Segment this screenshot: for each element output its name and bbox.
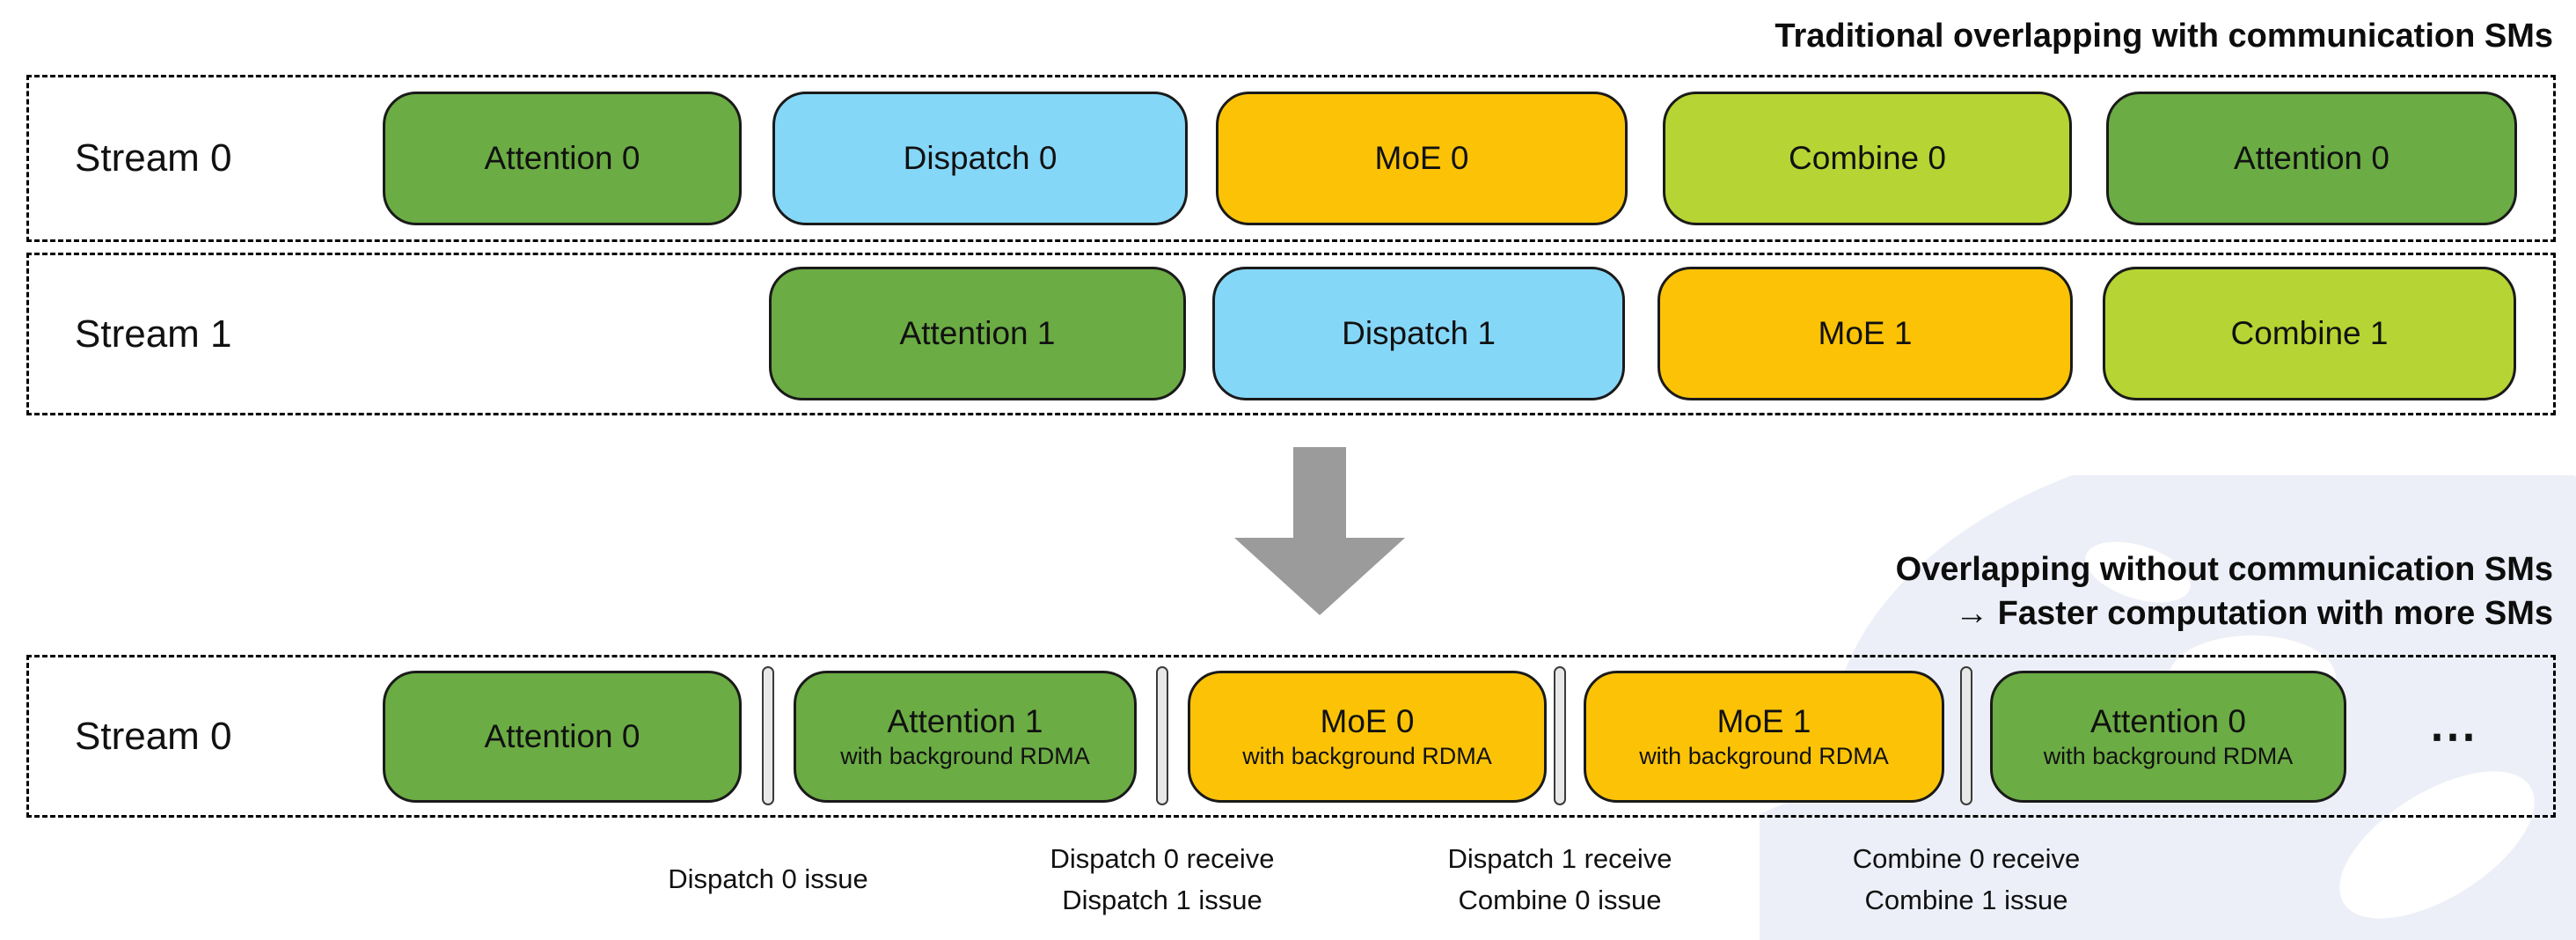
stream0-row: Stream 0 [26,75,2556,242]
annotation-dispatch1-receive: Dispatch 1 receive Combine 0 issue [1447,838,1672,921]
annotation-line: Combine 0 issue [1458,885,1662,915]
task-box-label: Combine 1 [2230,315,2389,351]
task-box-sublabel: with background RDMA [840,743,1090,769]
task-box-label: Dispatch 0 [903,140,1057,176]
task-box-label: MoE 1 [1818,315,1913,351]
task-box-label: Attention 1 [899,315,1056,351]
task-box-label: MoE 0 [1374,140,1469,176]
top-section-title: Traditional overlapping with communicati… [1775,18,2553,55]
kernel-boundary-separator [1156,666,1168,805]
task-box-sublabel: with background RDMA [1242,743,1492,769]
continuation-ellipsis: ⋯ [2429,709,2480,763]
merged-box-attention0-next: Attention 0 with background RDMA [1990,671,2346,803]
task-box-label: MoE 0 [1320,703,1415,739]
task-box-moe1: MoE 1 [1658,267,2073,400]
task-box-label: Attention 0 [2090,703,2246,739]
stream0-label: Stream 0 [75,136,232,180]
stream1-label: Stream 1 [75,312,232,356]
task-box-sublabel: with background RDMA [1639,743,1889,769]
task-box-label: Combine 0 [1789,140,1946,176]
task-box-label: Attention 0 [484,140,640,176]
task-box-label: Dispatch 1 [1342,315,1496,351]
annotation-combine0-receive: Combine 0 receive Combine 1 issue [1853,838,2080,921]
annotation-line: Dispatch 0 receive [1050,843,1275,874]
task-box-dispatch1: Dispatch 1 [1212,267,1625,400]
merged-stream0-label: Stream 0 [75,714,232,758]
bottom-section-title-line2: → Faster computation with more SMs [1955,595,2553,632]
annotation-line: Dispatch 0 issue [668,863,868,894]
annotation-dispatch0-receive: Dispatch 0 receive Dispatch 1 issue [1050,838,1274,921]
kernel-boundary-separator [762,666,774,805]
kernel-boundary-separator [1554,666,1566,805]
task-box-attention0: Attention 0 [383,92,742,225]
annotation-line: Dispatch 1 receive [1447,843,1672,874]
task-box-label: MoE 1 [1716,703,1811,739]
task-box-label: Attention 0 [484,718,640,754]
task-box-attention1: Attention 1 [769,267,1186,400]
task-box-label: Attention 0 [2234,140,2389,176]
stream1-row: Stream 1 [26,253,2556,415]
merged-box-moe0: MoE 0 with background RDMA [1188,671,1547,803]
down-arrow-icon [1234,447,1405,615]
task-box-dispatch0: Dispatch 0 [772,92,1188,225]
annotation-line: Dispatch 1 issue [1062,885,1262,915]
task-box-moe0: MoE 0 [1216,92,1628,225]
task-box-combine0: Combine 0 [1663,92,2072,225]
merged-box-moe1: MoE 1 with background RDMA [1584,671,1944,803]
merged-box-attention0: Attention 0 [383,671,742,803]
task-box-sublabel: with background RDMA [2043,743,2294,769]
task-box-attention0-next: Attention 0 [2106,92,2517,225]
annotation-line: Combine 1 issue [1864,885,2068,915]
bottom-section-title: Overlapping without communication SMs → … [1896,547,2553,635]
annotation-dispatch0-issue: Dispatch 0 issue [668,858,867,900]
bottom-section-title-line1: Overlapping without communication SMs [1895,551,2553,588]
merged-box-attention1: Attention 1 with background RDMA [794,671,1137,803]
kernel-boundary-separator [1960,666,1972,805]
task-box-combine1: Combine 1 [2103,267,2516,400]
annotation-line: Combine 0 receive [1852,843,2081,874]
merged-stream0-row: Stream 0 [26,655,2556,818]
task-box-label: Attention 1 [887,703,1043,739]
